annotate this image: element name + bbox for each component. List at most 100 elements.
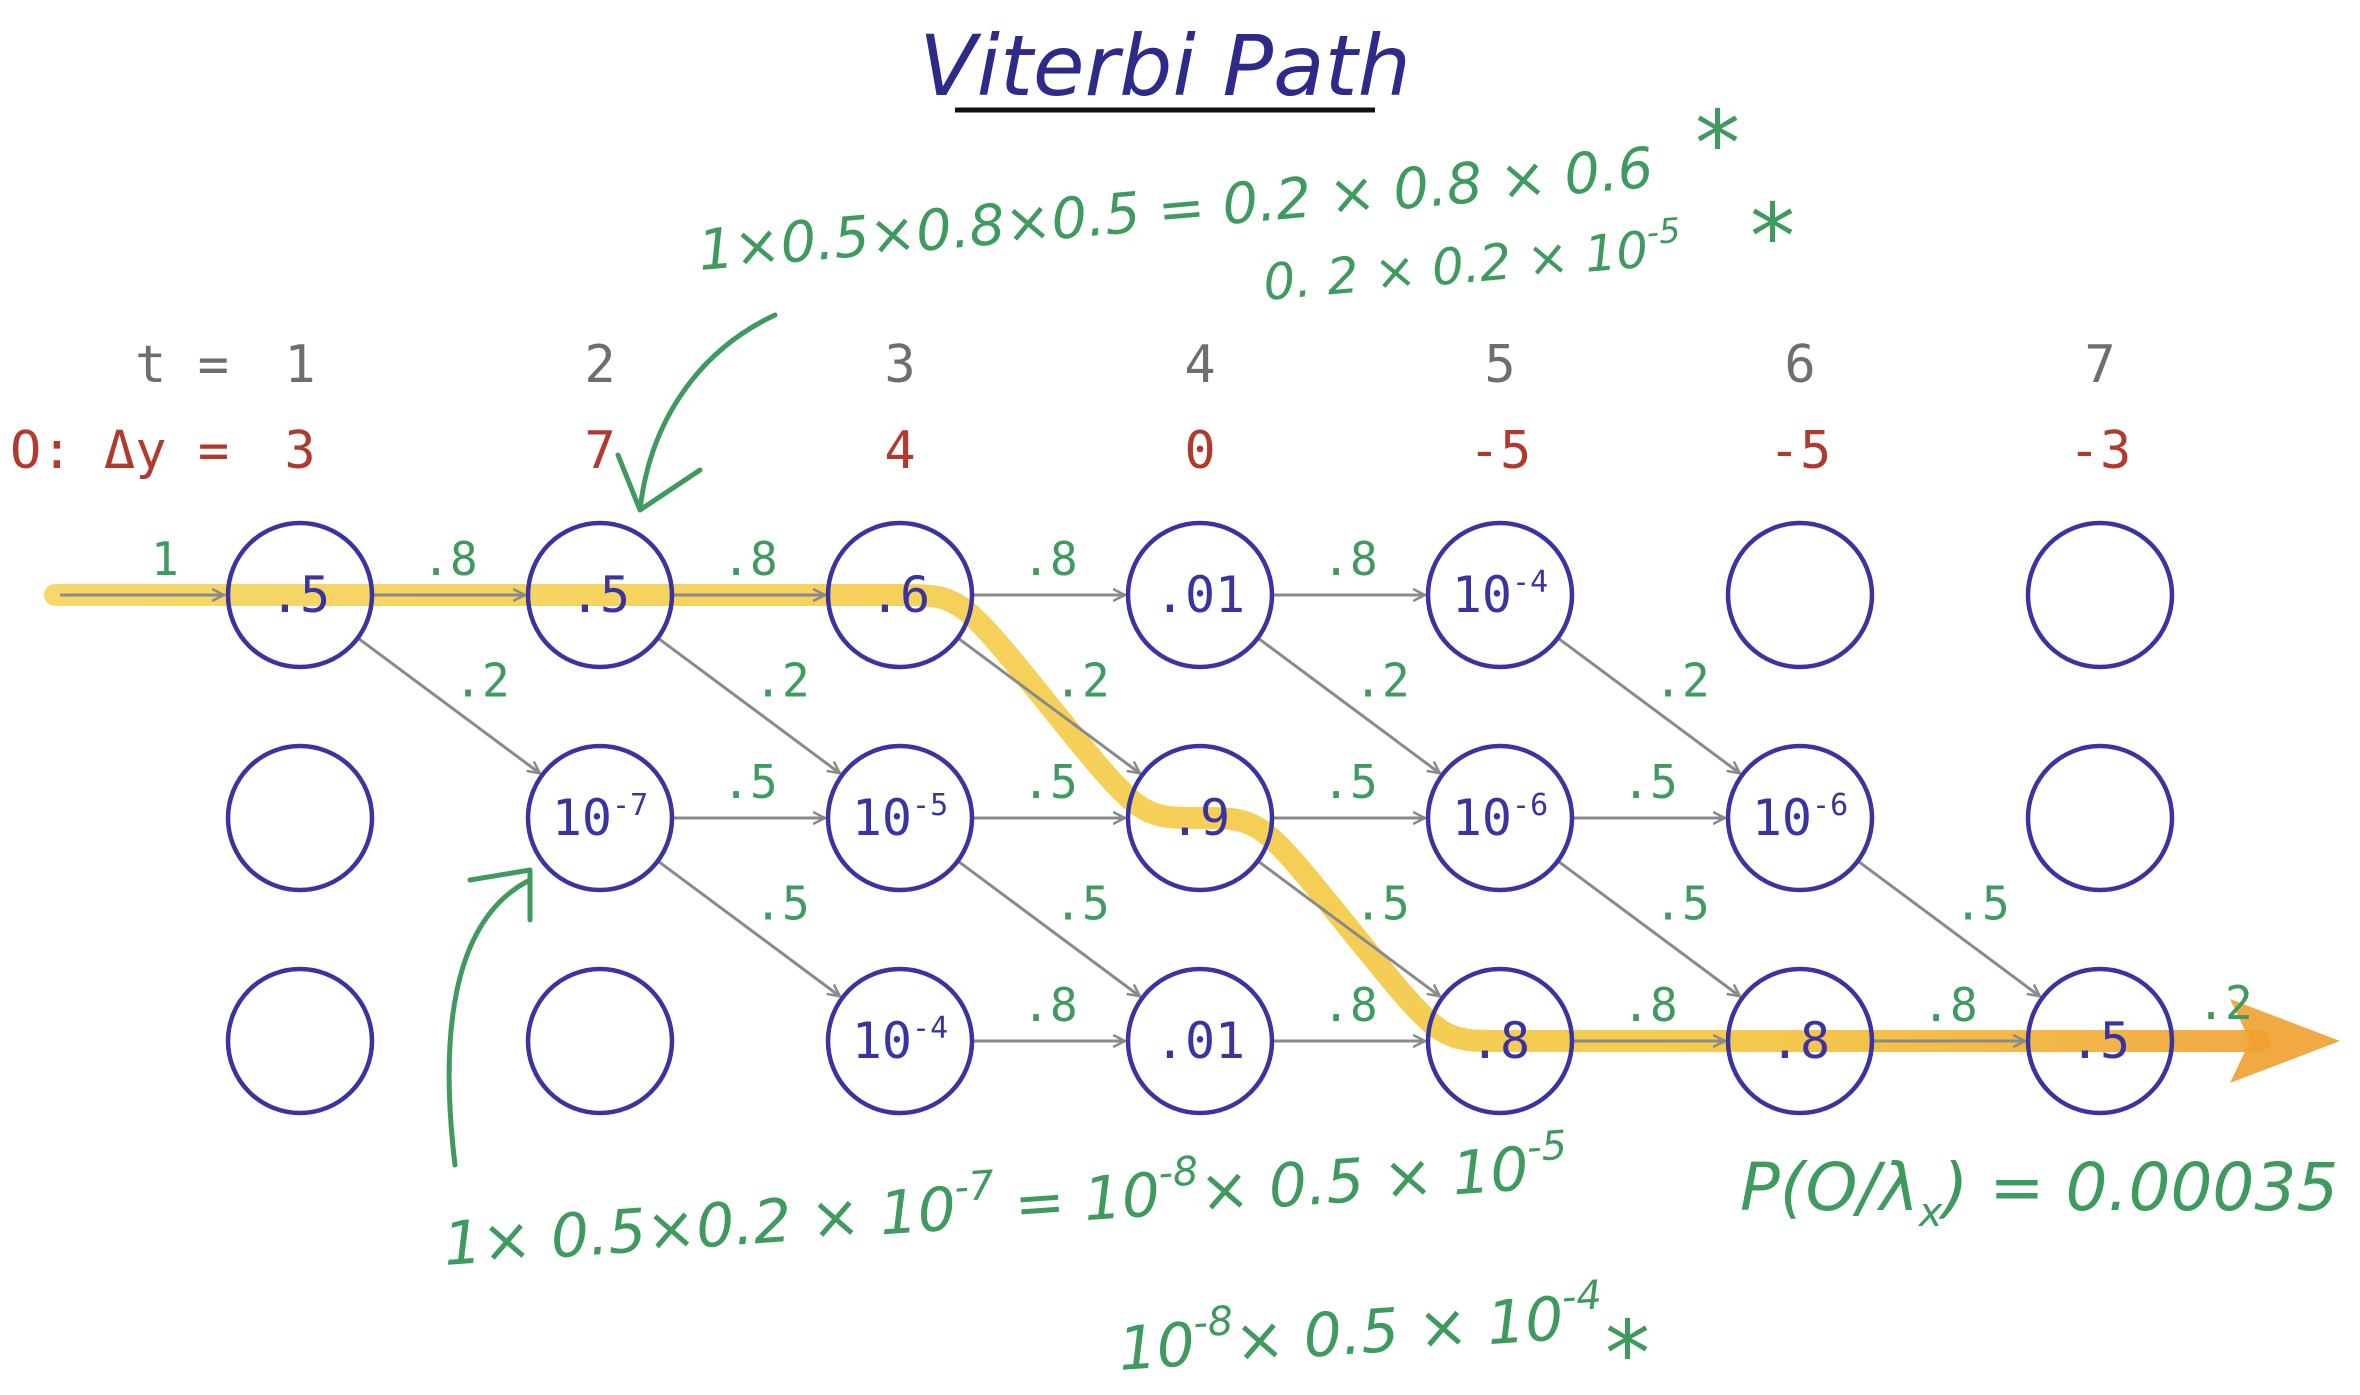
state-circle	[225, 966, 375, 1116]
viterbi-path-highlight	[44, 584, 2271, 1052]
state-probability-base: .5	[2070, 1012, 2130, 1070]
state-circle	[225, 743, 375, 893]
state-probability-exponent: -4	[1512, 565, 1548, 600]
state-probability: .8	[1470, 1012, 1530, 1070]
state-node-t4-r2: .9	[1125, 743, 1275, 893]
state-probability: .5	[270, 566, 330, 624]
top-annotation-line2-exp: -5	[1645, 211, 1682, 254]
observation-value-6: -5	[1769, 421, 1832, 481]
transition-probability-label: .8	[1022, 532, 1077, 586]
state-probability-base: .6	[870, 566, 930, 624]
bottom-line1-a-exp: -7	[953, 1163, 997, 1212]
transition-probability-label: .2	[454, 654, 509, 708]
state-probability: .5	[2070, 1012, 2130, 1070]
state-probability-base: 10	[1452, 789, 1512, 847]
state-node-t5-r2: 10-6	[1425, 743, 1575, 893]
bottom-line2-b-exp: -4	[1560, 1272, 1603, 1321]
bottom-annotation-arrowhead	[467, 867, 533, 923]
diagram-title: Viterbi Path	[919, 17, 1411, 115]
state-circle	[1425, 966, 1575, 1116]
state-probability-base: .8	[1470, 1012, 1530, 1070]
start-arrow-label: 1	[151, 532, 179, 586]
transition-probability-label: .2	[1654, 654, 1709, 708]
bottom-line1-a: 1× 0.5×0.2 × 10	[441, 1174, 958, 1280]
transition-probability-label: .5	[722, 755, 777, 809]
transition-edges: 1.2.8.2.8.2.5.5.8.2.5.5.8.8.2.5.5.8.2.5.…	[60, 532, 2253, 1041]
end-arrow-label: .2	[2197, 976, 2252, 1030]
state-probability: 10-6	[1452, 788, 1548, 847]
result-subscript: x	[1917, 1190, 1943, 1236]
state-circle	[1125, 966, 1275, 1116]
state-probability: .01	[1155, 566, 1245, 624]
transition-edge	[1556, 636, 1740, 773]
bottom-annotation: 1× 0.5×0.2 × 10-7 = 10-8× 0.5 × 10-5 10-…	[441, 867, 2338, 1395]
state-probability: .5	[570, 566, 630, 624]
state-nodes: .5.510-7.610-510-4.01.9.0110-410-6.810-6…	[225, 520, 2175, 1116]
state-probability: 10-4	[852, 1011, 948, 1070]
transition-edge	[356, 636, 540, 773]
state-probability-base: 10	[552, 789, 612, 847]
state-node-t1-r1: .5	[225, 520, 375, 670]
state-node-t1-r2	[225, 743, 375, 893]
viterbi-path-arrowhead	[2230, 999, 2340, 1083]
observation-value-2: 7	[584, 421, 615, 481]
top-annotation-line2-base: 0. 2 × 0.2 × 10	[1261, 221, 1651, 312]
state-probability: 10-5	[852, 788, 948, 847]
state-probability-base: 10	[852, 1012, 912, 1070]
state-node-t4-r3: .01	[1125, 966, 1275, 1116]
observation-value-5: -5	[1469, 421, 1532, 481]
state-circle	[525, 966, 675, 1116]
state-probability-base: .5	[570, 566, 630, 624]
observation-value-4: 0	[1184, 421, 1215, 481]
state-circle	[525, 520, 675, 670]
state-node-t3-r1: .6	[825, 520, 975, 670]
bottom-annotation-arrow	[446, 877, 533, 1168]
transition-probability-label: .8	[422, 532, 477, 586]
transition-probability-label: .5	[1654, 877, 1709, 931]
transition-probability-label: .8	[1922, 978, 1977, 1032]
state-circle	[2025, 520, 2175, 670]
state-node-t2-r1: .5	[525, 520, 675, 670]
bottom-line1-c: × 0.5 × 10	[1197, 1134, 1531, 1227]
state-probability-exponent: -7	[612, 788, 648, 823]
state-node-t1-r3	[225, 966, 375, 1116]
state-circle	[2025, 966, 2175, 1116]
observation-value-7: -3	[2069, 421, 2132, 481]
bottom-annotation-line1: 1× 0.5×0.2 × 10-7 = 10-8× 0.5 × 10-5	[441, 1123, 1571, 1280]
state-node-t4-r1: .01	[1125, 520, 1275, 670]
bottom-line2-a-exp: -8	[1192, 1298, 1235, 1347]
bottom-line1-c-exp: -5	[1525, 1123, 1568, 1172]
t-value-5: 5	[1484, 335, 1515, 395]
state-circle	[1725, 520, 1875, 670]
result-prefix: P(O/λ	[1740, 1149, 1919, 1226]
state-node-t3-r2: 10-5	[825, 743, 975, 893]
t-value-2: 2	[584, 335, 615, 395]
top-annotation-arrowhead	[615, 452, 703, 513]
transition-probability-label: .5	[1354, 877, 1409, 931]
state-node-t3-r3: 10-4	[825, 966, 975, 1116]
state-probability-base: 10	[852, 789, 912, 847]
state-probability-exponent: -6	[1512, 788, 1548, 823]
transition-probability-label: .5	[1622, 755, 1677, 809]
transition-probability-label: .5	[1054, 877, 1109, 931]
state-node-t7-r2	[2025, 743, 2175, 893]
state-node-t5-r1: 10-4	[1425, 520, 1575, 670]
state-circle	[525, 743, 675, 893]
bottom-line1-b-exp: -8	[1157, 1148, 1200, 1197]
state-circle	[1725, 743, 1875, 893]
state-probability-base: .5	[270, 566, 330, 624]
observation-value-3: 4	[884, 421, 915, 481]
state-node-t2-r3	[525, 966, 675, 1116]
transition-probability-label: .2	[1054, 654, 1109, 708]
t-value-4: 4	[1184, 335, 1215, 395]
observation-value-1: 3	[284, 421, 315, 481]
state-probability: 10-7	[552, 788, 648, 847]
bottom-annotation-line2-star: *	[1605, 1302, 1650, 1391]
transition-probability-label: .8	[1022, 978, 1077, 1032]
bottom-annotation-line2: 10-8× 0.5 × 10-4	[1116, 1272, 1606, 1385]
transition-edge	[956, 859, 1140, 996]
state-circle	[1125, 743, 1275, 893]
